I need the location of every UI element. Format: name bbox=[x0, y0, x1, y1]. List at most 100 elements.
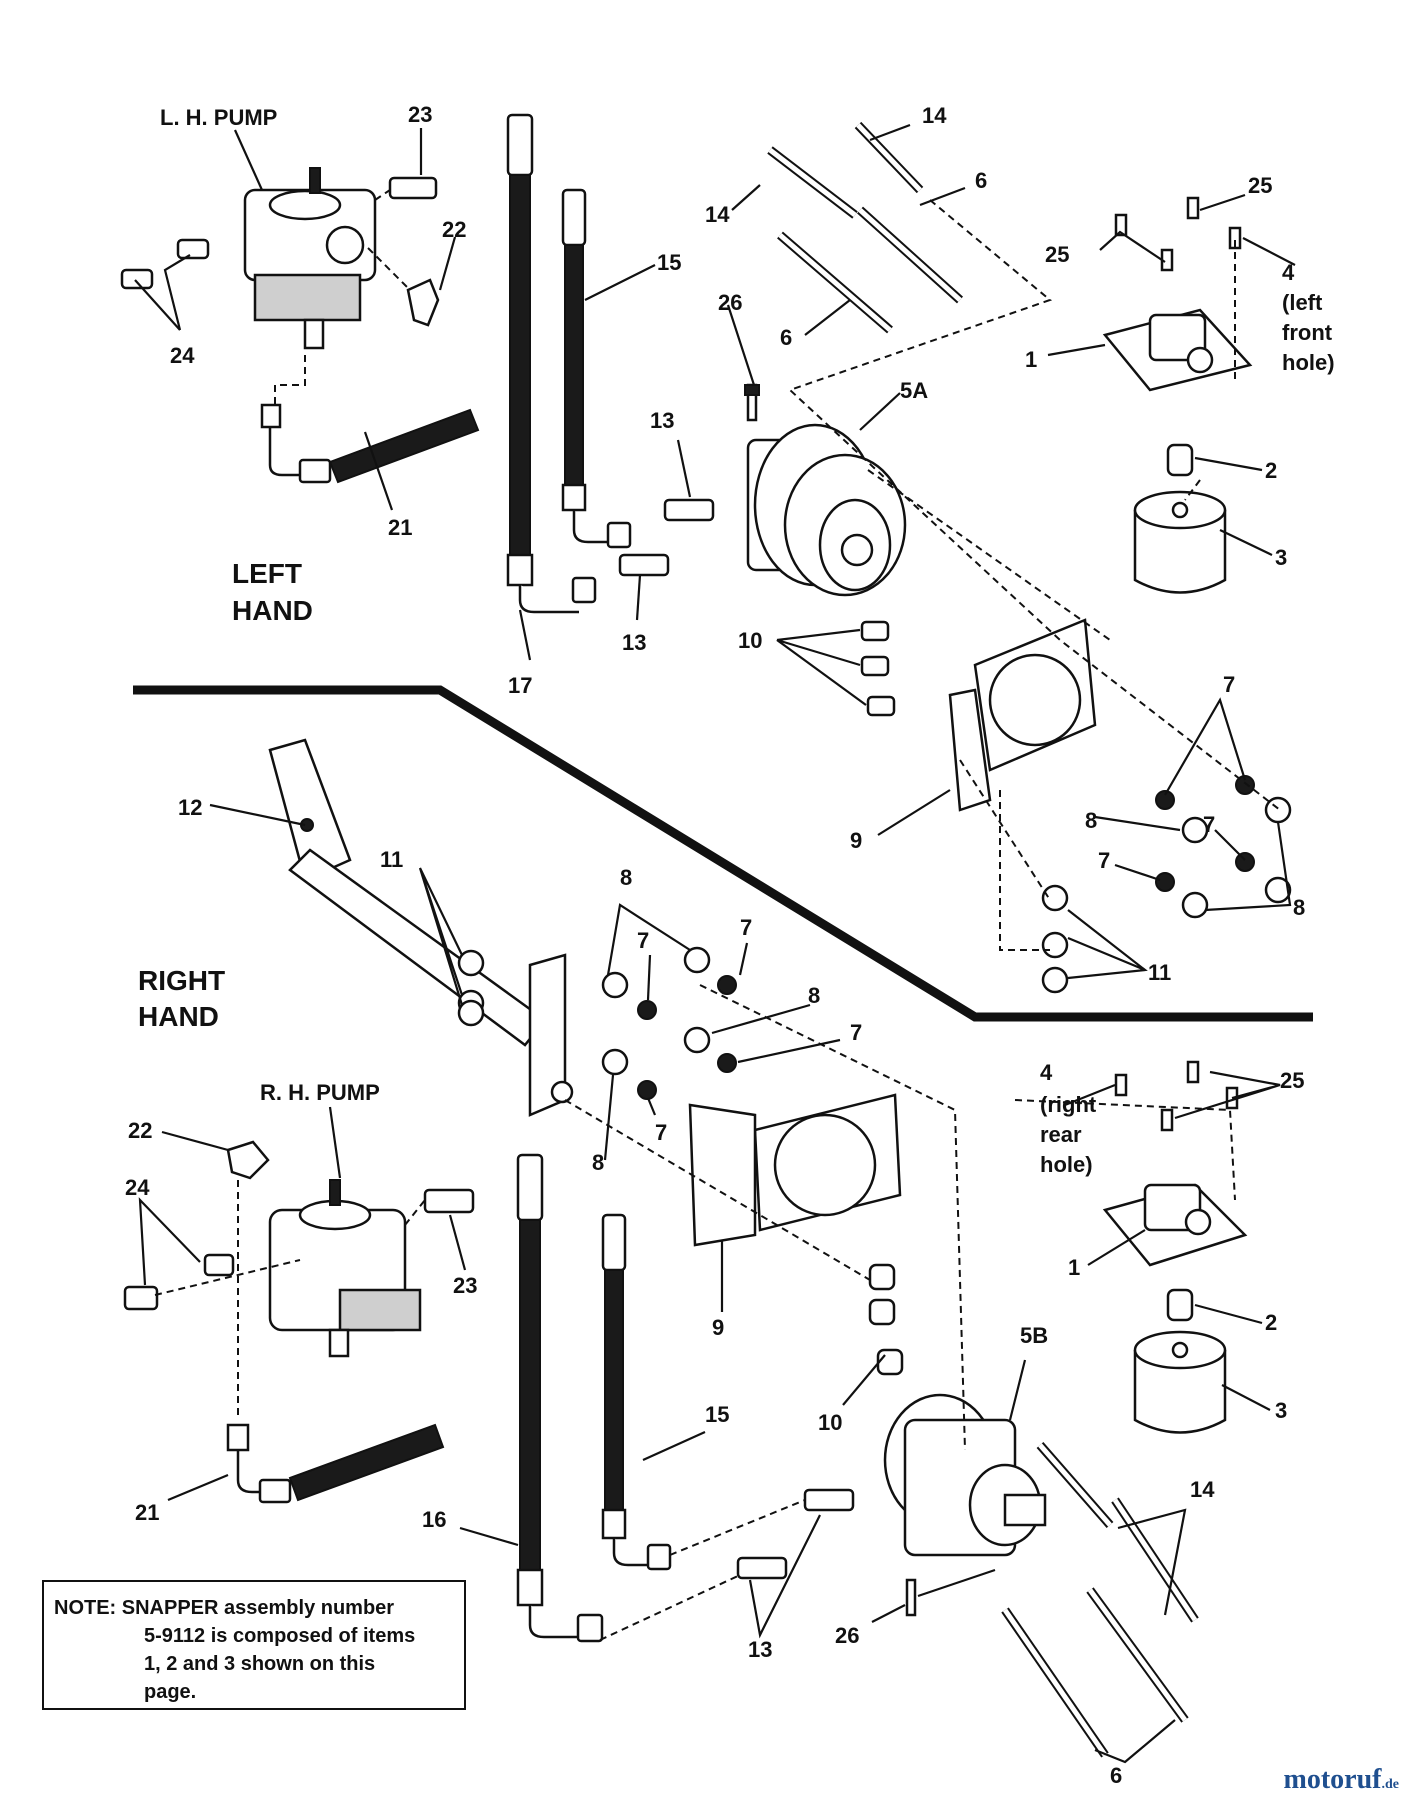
callout-11b: 11 bbox=[380, 847, 403, 872]
callout-26: 26 bbox=[718, 290, 742, 315]
lh-bracket-1 bbox=[1102, 308, 1253, 392]
lh-bolts-10 bbox=[860, 620, 896, 717]
callout-26b: 26 bbox=[835, 1623, 859, 1648]
callout-24b: 24 bbox=[125, 1175, 150, 1200]
right-hand-label-1: RIGHT bbox=[138, 965, 225, 996]
callout-3: 3 bbox=[1275, 545, 1287, 570]
callout-15b: 15 bbox=[705, 1402, 729, 1427]
callout-14c: 14 bbox=[1190, 1477, 1215, 1502]
rh-pump bbox=[268, 1179, 422, 1358]
callout-14b: 14 bbox=[705, 202, 730, 227]
lh-hose-21 bbox=[260, 403, 480, 484]
left-front-note-2: front bbox=[1282, 320, 1333, 345]
callout-2b: 2 bbox=[1265, 1310, 1277, 1335]
rh-fitting-22 bbox=[226, 1140, 270, 1180]
callout-25c: 25 bbox=[1280, 1068, 1304, 1093]
lh-plate-9 bbox=[948, 618, 1097, 812]
lh-fitting-13b bbox=[618, 553, 670, 577]
note-line-2: 5-9112 is composed of items bbox=[144, 1625, 416, 1647]
lh-fitting-13a bbox=[663, 498, 715, 522]
right-rear-note-3: hole) bbox=[1040, 1152, 1093, 1177]
watermark-suffix: .de bbox=[1381, 1777, 1400, 1792]
lh-fitting-22 bbox=[406, 278, 440, 327]
rh-plate-9 bbox=[688, 1093, 902, 1247]
section-divider bbox=[133, 685, 1313, 1022]
lh-motor-5a bbox=[746, 423, 907, 597]
callout-13a: 13 bbox=[650, 408, 674, 433]
callout-7c: 7 bbox=[1098, 848, 1110, 873]
lh-hose-17 bbox=[506, 113, 597, 614]
rh-screws-25-4 bbox=[1114, 1060, 1239, 1132]
callout-23: 23 bbox=[408, 102, 432, 127]
callout-21b: 21 bbox=[135, 1500, 159, 1525]
callout-7g: 7 bbox=[655, 1120, 667, 1145]
rh-bushing-2 bbox=[1166, 1288, 1194, 1322]
rh-pump-label: R. H. PUMP bbox=[260, 1080, 380, 1105]
callout-8d: 8 bbox=[808, 983, 820, 1008]
lh-isolator-3 bbox=[1133, 490, 1227, 594]
rh-fitting-13b bbox=[736, 1556, 788, 1580]
callout-12: 12 bbox=[178, 795, 202, 820]
callout-9: 9 bbox=[850, 828, 862, 853]
right-rear-note-2: rear bbox=[1040, 1122, 1082, 1147]
callout-7b: 7 bbox=[1203, 812, 1215, 837]
watermark-main: motoruf bbox=[1283, 1764, 1382, 1795]
note-line-1: NOTE: SNAPPER assembly number bbox=[54, 1597, 395, 1619]
lh-pump bbox=[243, 167, 377, 350]
rh-bolts-10 bbox=[868, 1263, 904, 1376]
callout-1b: 1 bbox=[1068, 1255, 1080, 1280]
rh-bracket-1 bbox=[1102, 1183, 1248, 1267]
rh-motor-5b bbox=[883, 1393, 1047, 1557]
callout-10: 10 bbox=[738, 628, 762, 653]
callout-25b: 25 bbox=[1045, 242, 1069, 267]
callout-25a: 25 bbox=[1248, 173, 1272, 198]
rh-fitting-13a bbox=[803, 1488, 855, 1512]
callout-10b: 10 bbox=[818, 1410, 842, 1435]
callout-7d: 7 bbox=[740, 915, 752, 940]
note-line-3: 1, 2 and 3 shown on this bbox=[144, 1653, 376, 1675]
callout-23b: 23 bbox=[453, 1273, 477, 1298]
callout-7a: 7 bbox=[1223, 672, 1235, 697]
callout-6a: 6 bbox=[975, 168, 987, 193]
rh-frame-12 bbox=[268, 738, 574, 1117]
callout-8b: 8 bbox=[1293, 895, 1305, 920]
leader-lines bbox=[134, 123, 1296, 1764]
callout-11a: 11 bbox=[1148, 960, 1171, 985]
callout-8a: 8 bbox=[1085, 808, 1097, 833]
rh-dashed-lines bbox=[154, 984, 1236, 1641]
callout-4: 4 bbox=[1282, 260, 1295, 285]
right-hand-label-2: HAND bbox=[138, 1001, 219, 1032]
note-line-4: page. bbox=[144, 1681, 197, 1703]
callout-24: 24 bbox=[170, 343, 195, 368]
callout-22: 22 bbox=[442, 217, 466, 242]
callout-21: 21 bbox=[388, 515, 412, 540]
callouts-left: 23 22 24 21 15 17 13 13 26 5A 14 14 6 6 … bbox=[170, 102, 1305, 985]
lh-fitting-23 bbox=[388, 176, 438, 200]
rh-hardware-7-8 bbox=[601, 946, 737, 1100]
callout-6b: 6 bbox=[780, 325, 792, 350]
callout-7e: 7 bbox=[637, 928, 649, 953]
left-hand-label-2: HAND bbox=[232, 595, 313, 626]
lh-hose-15 bbox=[561, 188, 632, 549]
callout-9b: 9 bbox=[712, 1315, 724, 1340]
rh-bolt-26 bbox=[905, 1578, 917, 1617]
assembly-note: NOTE: SNAPPER assembly number 5-9112 is … bbox=[42, 1580, 466, 1710]
watermark-logo: motoruf.de bbox=[1284, 1764, 1399, 1796]
lh-bolt-26 bbox=[744, 383, 760, 422]
left-front-note-3: hole) bbox=[1282, 350, 1335, 375]
callout-8c: 8 bbox=[620, 865, 632, 890]
callout-2: 2 bbox=[1265, 458, 1277, 483]
callout-17: 17 bbox=[508, 673, 532, 698]
rh-hose-15 bbox=[601, 1213, 672, 1571]
lh-dashed-lines bbox=[274, 189, 1281, 951]
callout-5b: 5B bbox=[1020, 1323, 1048, 1348]
lh-screws-25-4 bbox=[1114, 196, 1242, 272]
callout-22b: 22 bbox=[128, 1118, 152, 1143]
callouts-right: 12 11 8 7 7 8 7 8 7 9 10 5B 22 24 23 21 … bbox=[125, 795, 1304, 1788]
callout-16: 16 bbox=[422, 1507, 446, 1532]
callout-6c: 6 bbox=[1110, 1763, 1122, 1788]
callout-13b: 13 bbox=[622, 630, 646, 655]
rh-fitting-23 bbox=[423, 1188, 475, 1214]
left-hand-label-1: LEFT bbox=[232, 558, 302, 589]
